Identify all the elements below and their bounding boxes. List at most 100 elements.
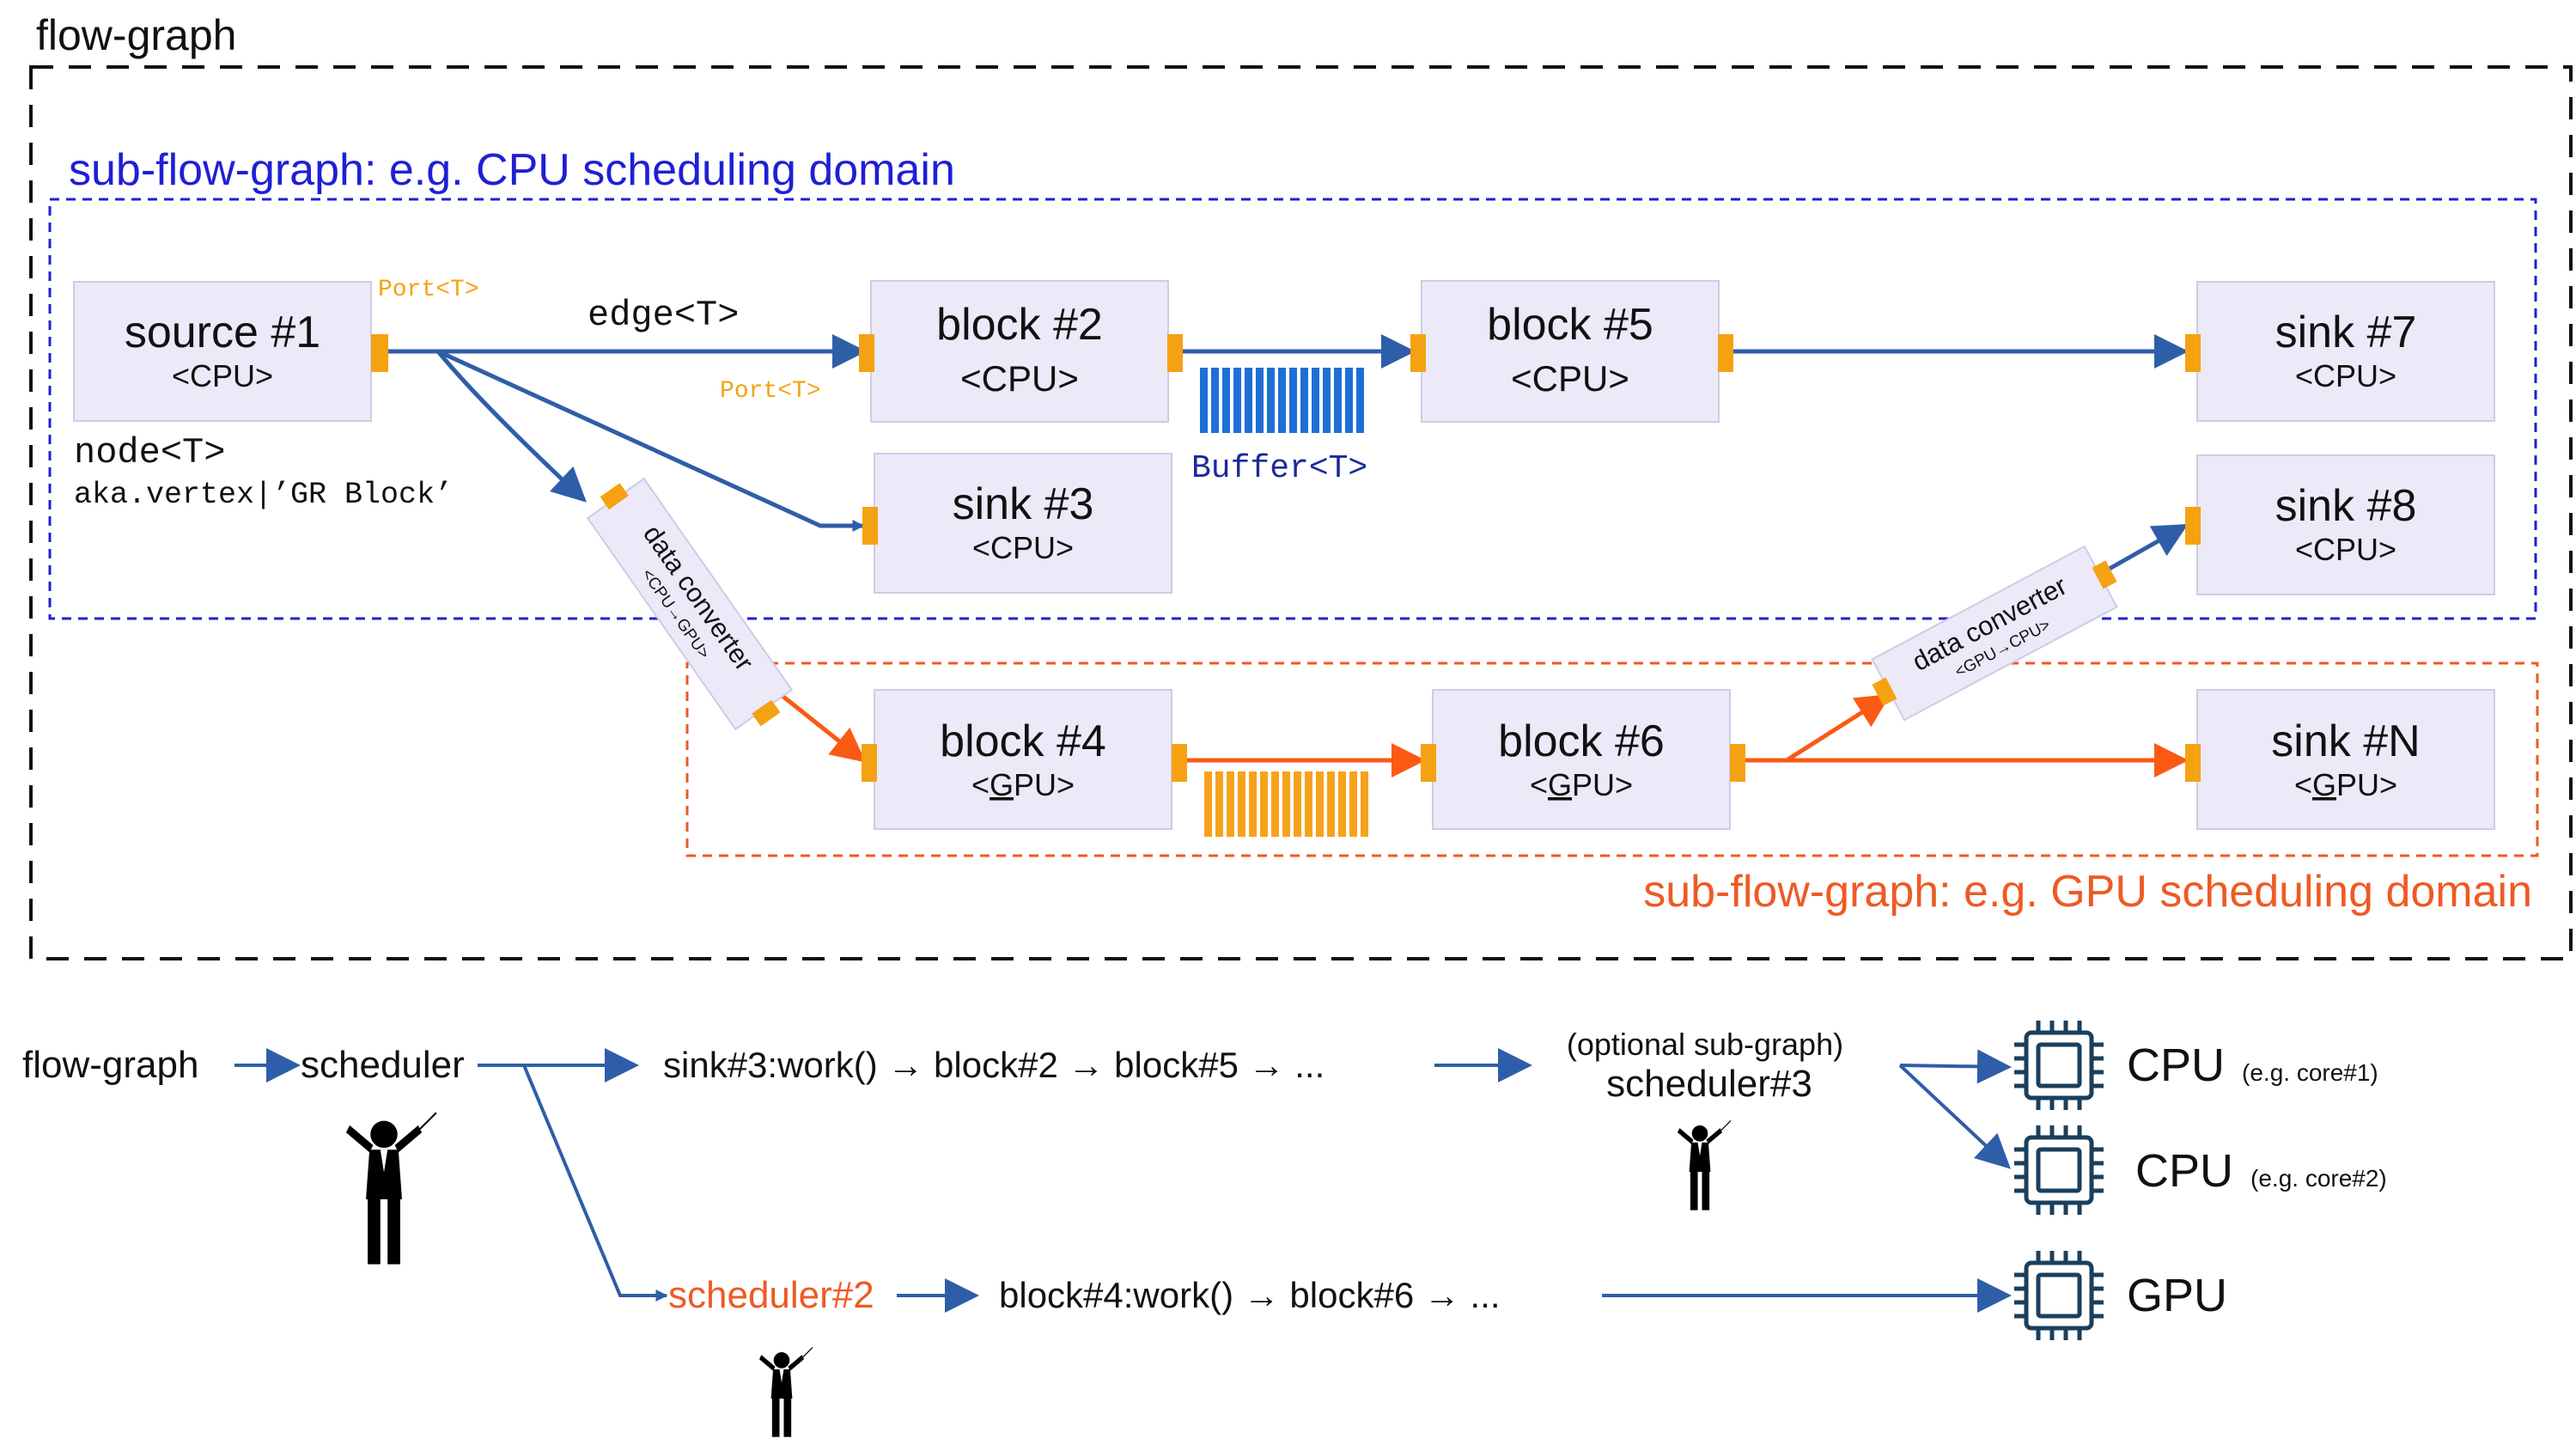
sched-chain1: sink#3:work() → block#2 → block#5 → ... (663, 1045, 1325, 1085)
buffer-slot (1222, 368, 1230, 433)
sched-optional: (optional sub-graph) (1567, 1027, 1843, 1062)
block-name: block #5 (1487, 300, 1653, 350)
gpu-domain-title: sub-flow-graph: e.g. GPU scheduling doma… (1643, 867, 2532, 917)
buffer-slot (1356, 368, 1364, 433)
type-underlined: G (2312, 767, 2336, 802)
buffer-slot (1200, 368, 1208, 433)
edge-label: edge<T> (588, 295, 739, 336)
buffer-slot (1278, 368, 1286, 433)
buffer-gpu (1204, 771, 1368, 837)
block-name: block #6 (1498, 716, 1665, 766)
buffer-slot (1323, 368, 1331, 433)
node-label: node<T> (74, 432, 225, 473)
type-pre: < (971, 767, 990, 802)
buffer-slot (1204, 771, 1212, 837)
edge-converter-sink8 (2106, 523, 2189, 572)
buffer-slot (1245, 368, 1252, 433)
aka-label: aka.vertex|’GR Block’ (74, 478, 453, 512)
buffer-cpu (1200, 368, 1364, 433)
cpu2-label: CPU (e.g. core#2) (2135, 1145, 2387, 1197)
conductor-icon (344, 1112, 437, 1265)
cpu-domain-container (48, 198, 2537, 620)
cpu2-name: CPU (2135, 1145, 2233, 1197)
buffer-slot (1233, 368, 1241, 433)
block-type: <CPU> (960, 358, 1079, 399)
block-name: source #1 (125, 308, 320, 357)
sched-chain2: block#4:work() → block#6 → ... (999, 1275, 1501, 1315)
block-sink3[interactable]: sink #3 <CPU> (862, 453, 1172, 594)
block-name: sink #N (2271, 716, 2420, 766)
block-source1[interactable]: source #1 <CPU> (73, 281, 388, 422)
port-label-source: Port<T> (378, 277, 479, 303)
buffer-slot (1249, 771, 1257, 837)
block-type: <GPU> (971, 767, 1075, 802)
scheduler-section: flow-graph scheduler sink#3:work() → blo… (22, 1021, 2387, 1438)
cpu1-name: CPU (2127, 1040, 2225, 1091)
type-post: PU> (1014, 767, 1075, 802)
cpu-edges (388, 334, 2189, 572)
type-post: PU> (2336, 767, 2397, 802)
block-type: <CPU> (172, 358, 273, 393)
type-pre: < (2294, 767, 2312, 802)
buffer-slot (1345, 368, 1353, 433)
gpu-edges (773, 688, 2189, 777)
cpu2-note: (e.g. core#2) (2250, 1165, 2387, 1192)
block-sink7[interactable]: sink #7 <CPU> (2185, 281, 2495, 422)
buffer-slot (1256, 368, 1264, 433)
arrow-scheduler-scheduler2 (522, 1064, 668, 1302)
buffer-slot (1227, 771, 1234, 837)
converter-cpu-to-gpu[interactable]: data converter <CPU→GPU> (582, 470, 799, 739)
sched-scheduler: scheduler (301, 1044, 465, 1086)
block-sinkN[interactable]: sink #N <GPU> (2185, 689, 2495, 830)
buffer-slot (1260, 771, 1268, 837)
type-underlined: G (1548, 767, 1572, 802)
chip-icon (2014, 1251, 2104, 1340)
sched-scheduler2: scheduler#2 (668, 1274, 874, 1316)
flow-graph-title: flow-graph (36, 11, 236, 59)
converter-gpu-to-cpu[interactable]: data converter <GPU→CPU> (1861, 540, 2128, 725)
block-block2[interactable]: block #2 <CPU> (859, 280, 1183, 423)
buffer-slot (1338, 771, 1346, 837)
buffer-slot (1211, 368, 1219, 433)
buffer-slot (1300, 368, 1308, 433)
edge-converter-block4 (773, 688, 867, 763)
buffer-slot (1361, 771, 1368, 837)
arrow-scheduler3-cpu2 (1898, 1064, 2011, 1169)
buffer-slot (1334, 368, 1342, 433)
buffer-slot (1312, 368, 1319, 433)
block-block4[interactable]: block #4 <GPU> (862, 689, 1187, 830)
buffer-slot (1349, 771, 1357, 837)
edge-block6-converter (1785, 693, 1891, 763)
buffer-slot (1238, 771, 1245, 837)
buffer-slot (1294, 771, 1301, 837)
block-name: block #4 (940, 716, 1106, 766)
buffer-label: Buffer<T> (1191, 450, 1367, 487)
type-pre: < (1530, 767, 1548, 802)
sched-flow-graph: flow-graph (22, 1044, 198, 1086)
cpu1-label: CPU(e.g. core#1) (2127, 1040, 2378, 1091)
block-sink8[interactable]: sink #8 <CPU> (2185, 454, 2495, 595)
conductor-icon (758, 1346, 813, 1438)
buffer-slot (1316, 771, 1324, 837)
block-name: sink #8 (2275, 481, 2417, 531)
block-block6[interactable]: block #6 <GPU> (1421, 689, 1745, 830)
block-type: <CPU> (1511, 358, 1629, 399)
chip-icon (2014, 1021, 2104, 1110)
type-post: PU> (1572, 767, 1633, 802)
buffer-slot (1267, 368, 1275, 433)
block-name: block #2 (936, 300, 1103, 350)
block-type: <CPU> (972, 530, 1074, 565)
cpu-domain-title: sub-flow-graph: e.g. CPU scheduling doma… (69, 145, 955, 195)
arrow-scheduler3-cpu1 (1899, 1049, 2012, 1084)
block-type: <GPU> (1530, 767, 1633, 802)
sched-scheduler3: scheduler#3 (1606, 1063, 1812, 1105)
block-block5[interactable]: block #5 <CPU> (1410, 280, 1733, 423)
block-type: <CPU> (2295, 358, 2396, 393)
port-label-block2: Port<T> (720, 378, 821, 405)
buffer-slot (1282, 771, 1290, 837)
buffer-slot (1215, 771, 1223, 837)
buffer-slot (1289, 368, 1297, 433)
gpu-label: GPU (2127, 1270, 2227, 1321)
